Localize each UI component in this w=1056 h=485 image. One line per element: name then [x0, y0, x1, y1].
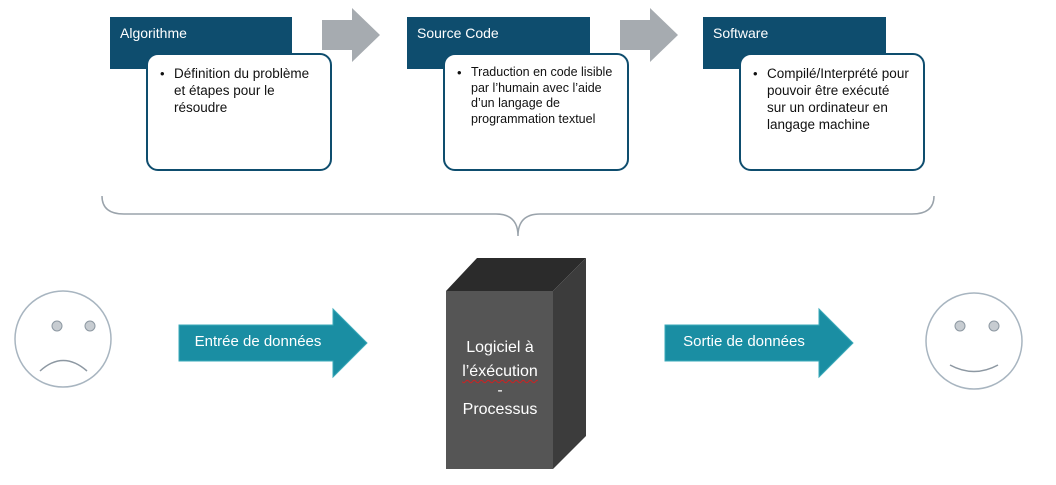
stage-description: Compilé/Interprété pour pouvoir être exé… — [767, 66, 909, 132]
sad-face-icon — [14, 290, 112, 388]
stage-box-algorithme: • Définition du problème et étapes pour … — [146, 53, 332, 171]
connector-arrow-1 — [322, 8, 380, 62]
process-label: Logiciel à l’éxécution - Processus — [447, 336, 553, 422]
stage-description: Définition du problème et étapes pour le… — [174, 66, 310, 115]
bullet-icon: • — [160, 66, 165, 81]
process-label-line-2: l’éxécution — [462, 363, 538, 380]
stage-description: Traduction en code lisible par l’humain … — [471, 65, 613, 126]
input-arrow-shape — [178, 307, 368, 379]
input-arrow-label: Entrée de données — [194, 333, 322, 350]
stage-title: Algorithme — [120, 25, 187, 41]
bullet-icon: • — [753, 66, 758, 81]
stage-title: Software — [713, 25, 769, 41]
process-server-icon — [446, 258, 586, 469]
stage-box-software: • Compilé/Interprété pour pouvoir être e… — [739, 53, 925, 171]
stage-title: Source Code — [417, 25, 499, 41]
stage-box-source-code: • Traduction en code lisible par l’humai… — [443, 53, 629, 171]
output-arrow-label: Sortie de données — [683, 333, 805, 350]
grouping-brace — [101, 195, 935, 237]
happy-face-icon — [925, 292, 1023, 390]
process-label-line-3: - — [497, 382, 503, 399]
connector-arrow-2 — [620, 8, 678, 62]
process-label-line-4: Processus — [462, 401, 538, 418]
process-label-line-1: Logiciel à — [466, 339, 534, 356]
bullet-icon: • — [457, 65, 462, 80]
output-arrow-shape — [664, 307, 854, 379]
